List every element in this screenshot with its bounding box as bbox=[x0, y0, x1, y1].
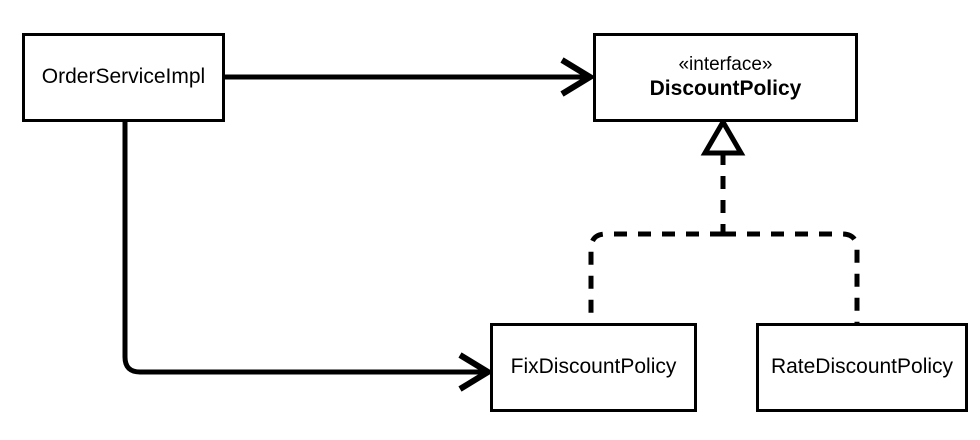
interface-box-discount-policy[interactable]: «interface» DiscountPolicy bbox=[593, 33, 858, 122]
connector-realization-bracket bbox=[588, 117, 860, 323]
open-arrowhead-icon bbox=[458, 352, 494, 392]
connector-order-to-discountpolicy bbox=[225, 57, 596, 97]
realization-line-fixdiscountpolicy bbox=[588, 231, 723, 323]
class-box-fix-discount-policy[interactable]: FixDiscountPolicy bbox=[490, 323, 697, 412]
class-box-rate-discount-policy[interactable]: RateDiscountPolicy bbox=[756, 323, 968, 412]
class-name-order-service-impl: OrderServiceImpl bbox=[41, 65, 206, 89]
open-arrowhead-icon bbox=[560, 57, 596, 97]
connector-order-to-fixdiscountpolicy bbox=[122, 122, 494, 392]
interface-name-discount-policy: DiscountPolicy bbox=[649, 76, 802, 100]
hollow-triangle-arrowhead-icon bbox=[700, 117, 746, 156]
connector-line-order-to-fixdiscountpolicy bbox=[122, 122, 486, 375]
class-name-fix-discount-policy: FixDiscountPolicy bbox=[510, 355, 677, 379]
class-name-rate-discount-policy: RateDiscountPolicy bbox=[770, 355, 954, 379]
class-box-order-service-impl[interactable]: OrderServiceImpl bbox=[22, 33, 225, 122]
realization-line-ratediscountpolicy bbox=[723, 231, 860, 323]
interface-stereotype-label: «interface» bbox=[678, 54, 773, 76]
